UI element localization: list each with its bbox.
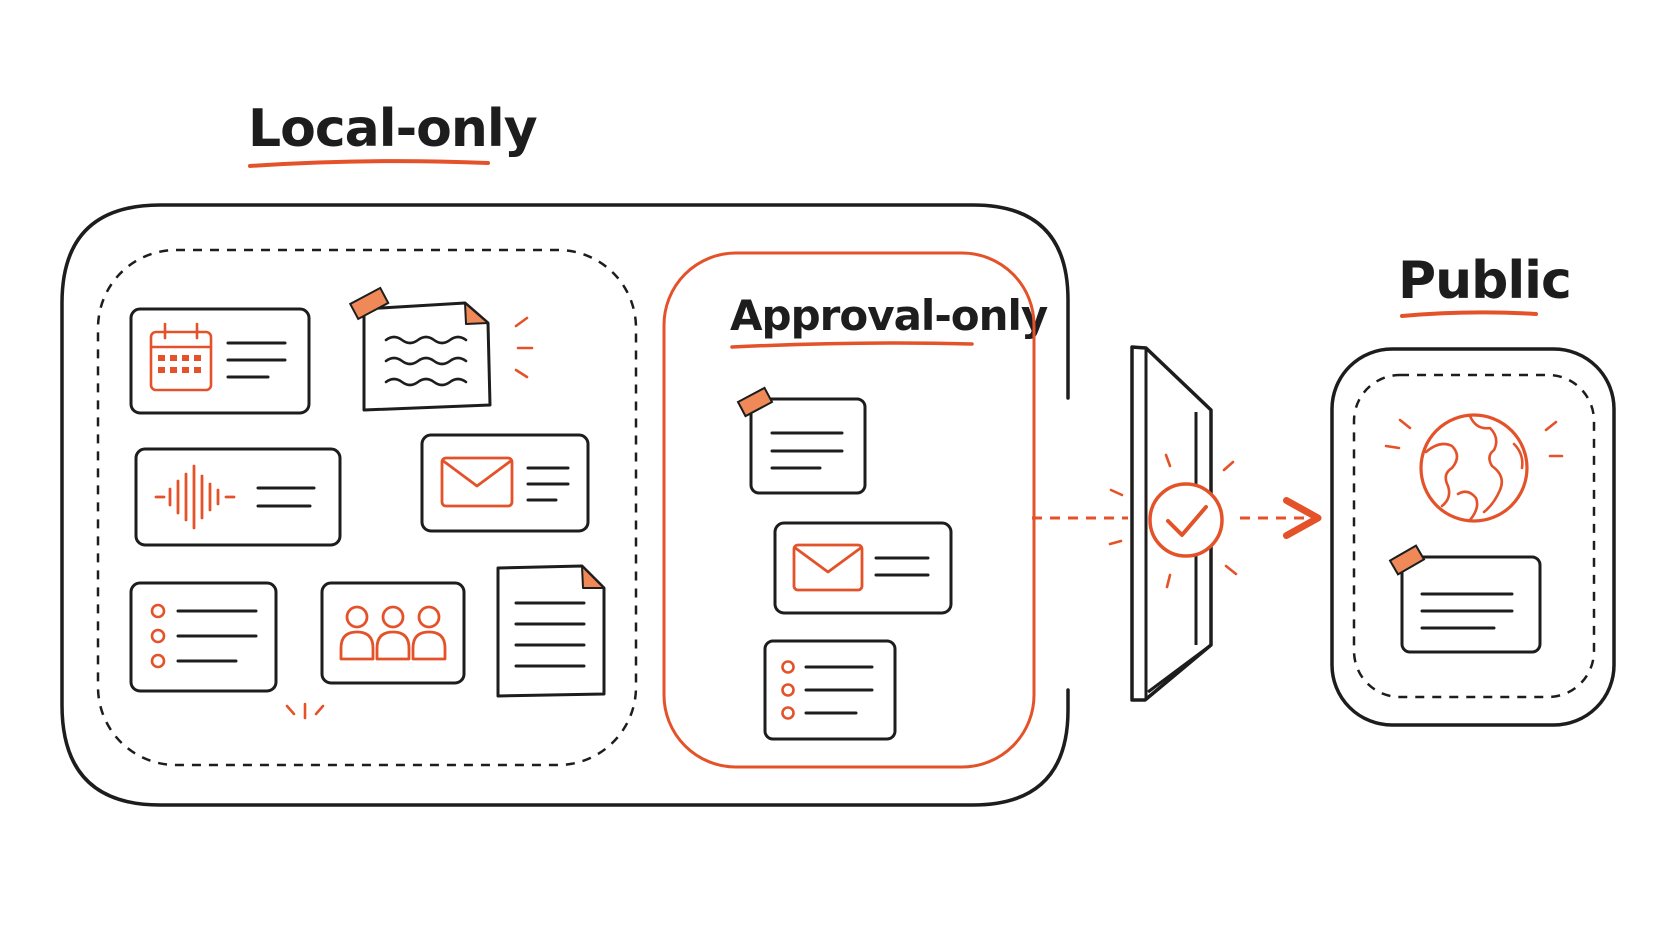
- envelope-icon: [440, 456, 514, 508]
- tape-icon: [348, 286, 390, 321]
- public-outer-boundary: [1330, 347, 1616, 727]
- local-only-zone: [96, 248, 638, 767]
- local-outer-boundary: [60, 203, 1070, 807]
- note-card: [736, 386, 867, 495]
- note-card: [1388, 544, 1542, 654]
- sparkle-marks: [285, 702, 325, 720]
- document-icon: [514, 601, 586, 668]
- list-card: [763, 639, 897, 741]
- globe-icon: [1384, 413, 1564, 523]
- mail-card: [420, 433, 590, 533]
- people-icon: [339, 605, 447, 661]
- mail-card: [773, 521, 953, 615]
- bullet-list-icon: [150, 603, 258, 669]
- svg-text:Local-only: Local-only: [248, 99, 537, 159]
- audio-card: [134, 447, 342, 547]
- calendar-icon: [149, 322, 213, 392]
- sound-wave-icon: [154, 464, 236, 530]
- bullet-list-icon: [781, 660, 874, 720]
- svg-text:Public: Public: [1398, 251, 1571, 311]
- calendar-card: [129, 307, 311, 415]
- approval-only-zone: [662, 251, 1036, 769]
- sparkle-marks: [514, 316, 534, 379]
- document-page: [496, 564, 606, 698]
- public-title: Public: [1398, 251, 1572, 318]
- people-card: [320, 581, 466, 685]
- list-card: [129, 581, 278, 693]
- tape-icon: [1388, 544, 1426, 576]
- tape-icon: [736, 386, 774, 418]
- checkmark-icon: [1108, 453, 1238, 589]
- approval-only-title: Approval-only: [730, 291, 1049, 349]
- local-only-title: Local-only: [248, 99, 538, 168]
- public-zone: [1352, 373, 1596, 699]
- svg-text:Approval-only: Approval-only: [730, 291, 1048, 340]
- envelope-icon: [792, 543, 864, 592]
- note-page: [348, 286, 492, 412]
